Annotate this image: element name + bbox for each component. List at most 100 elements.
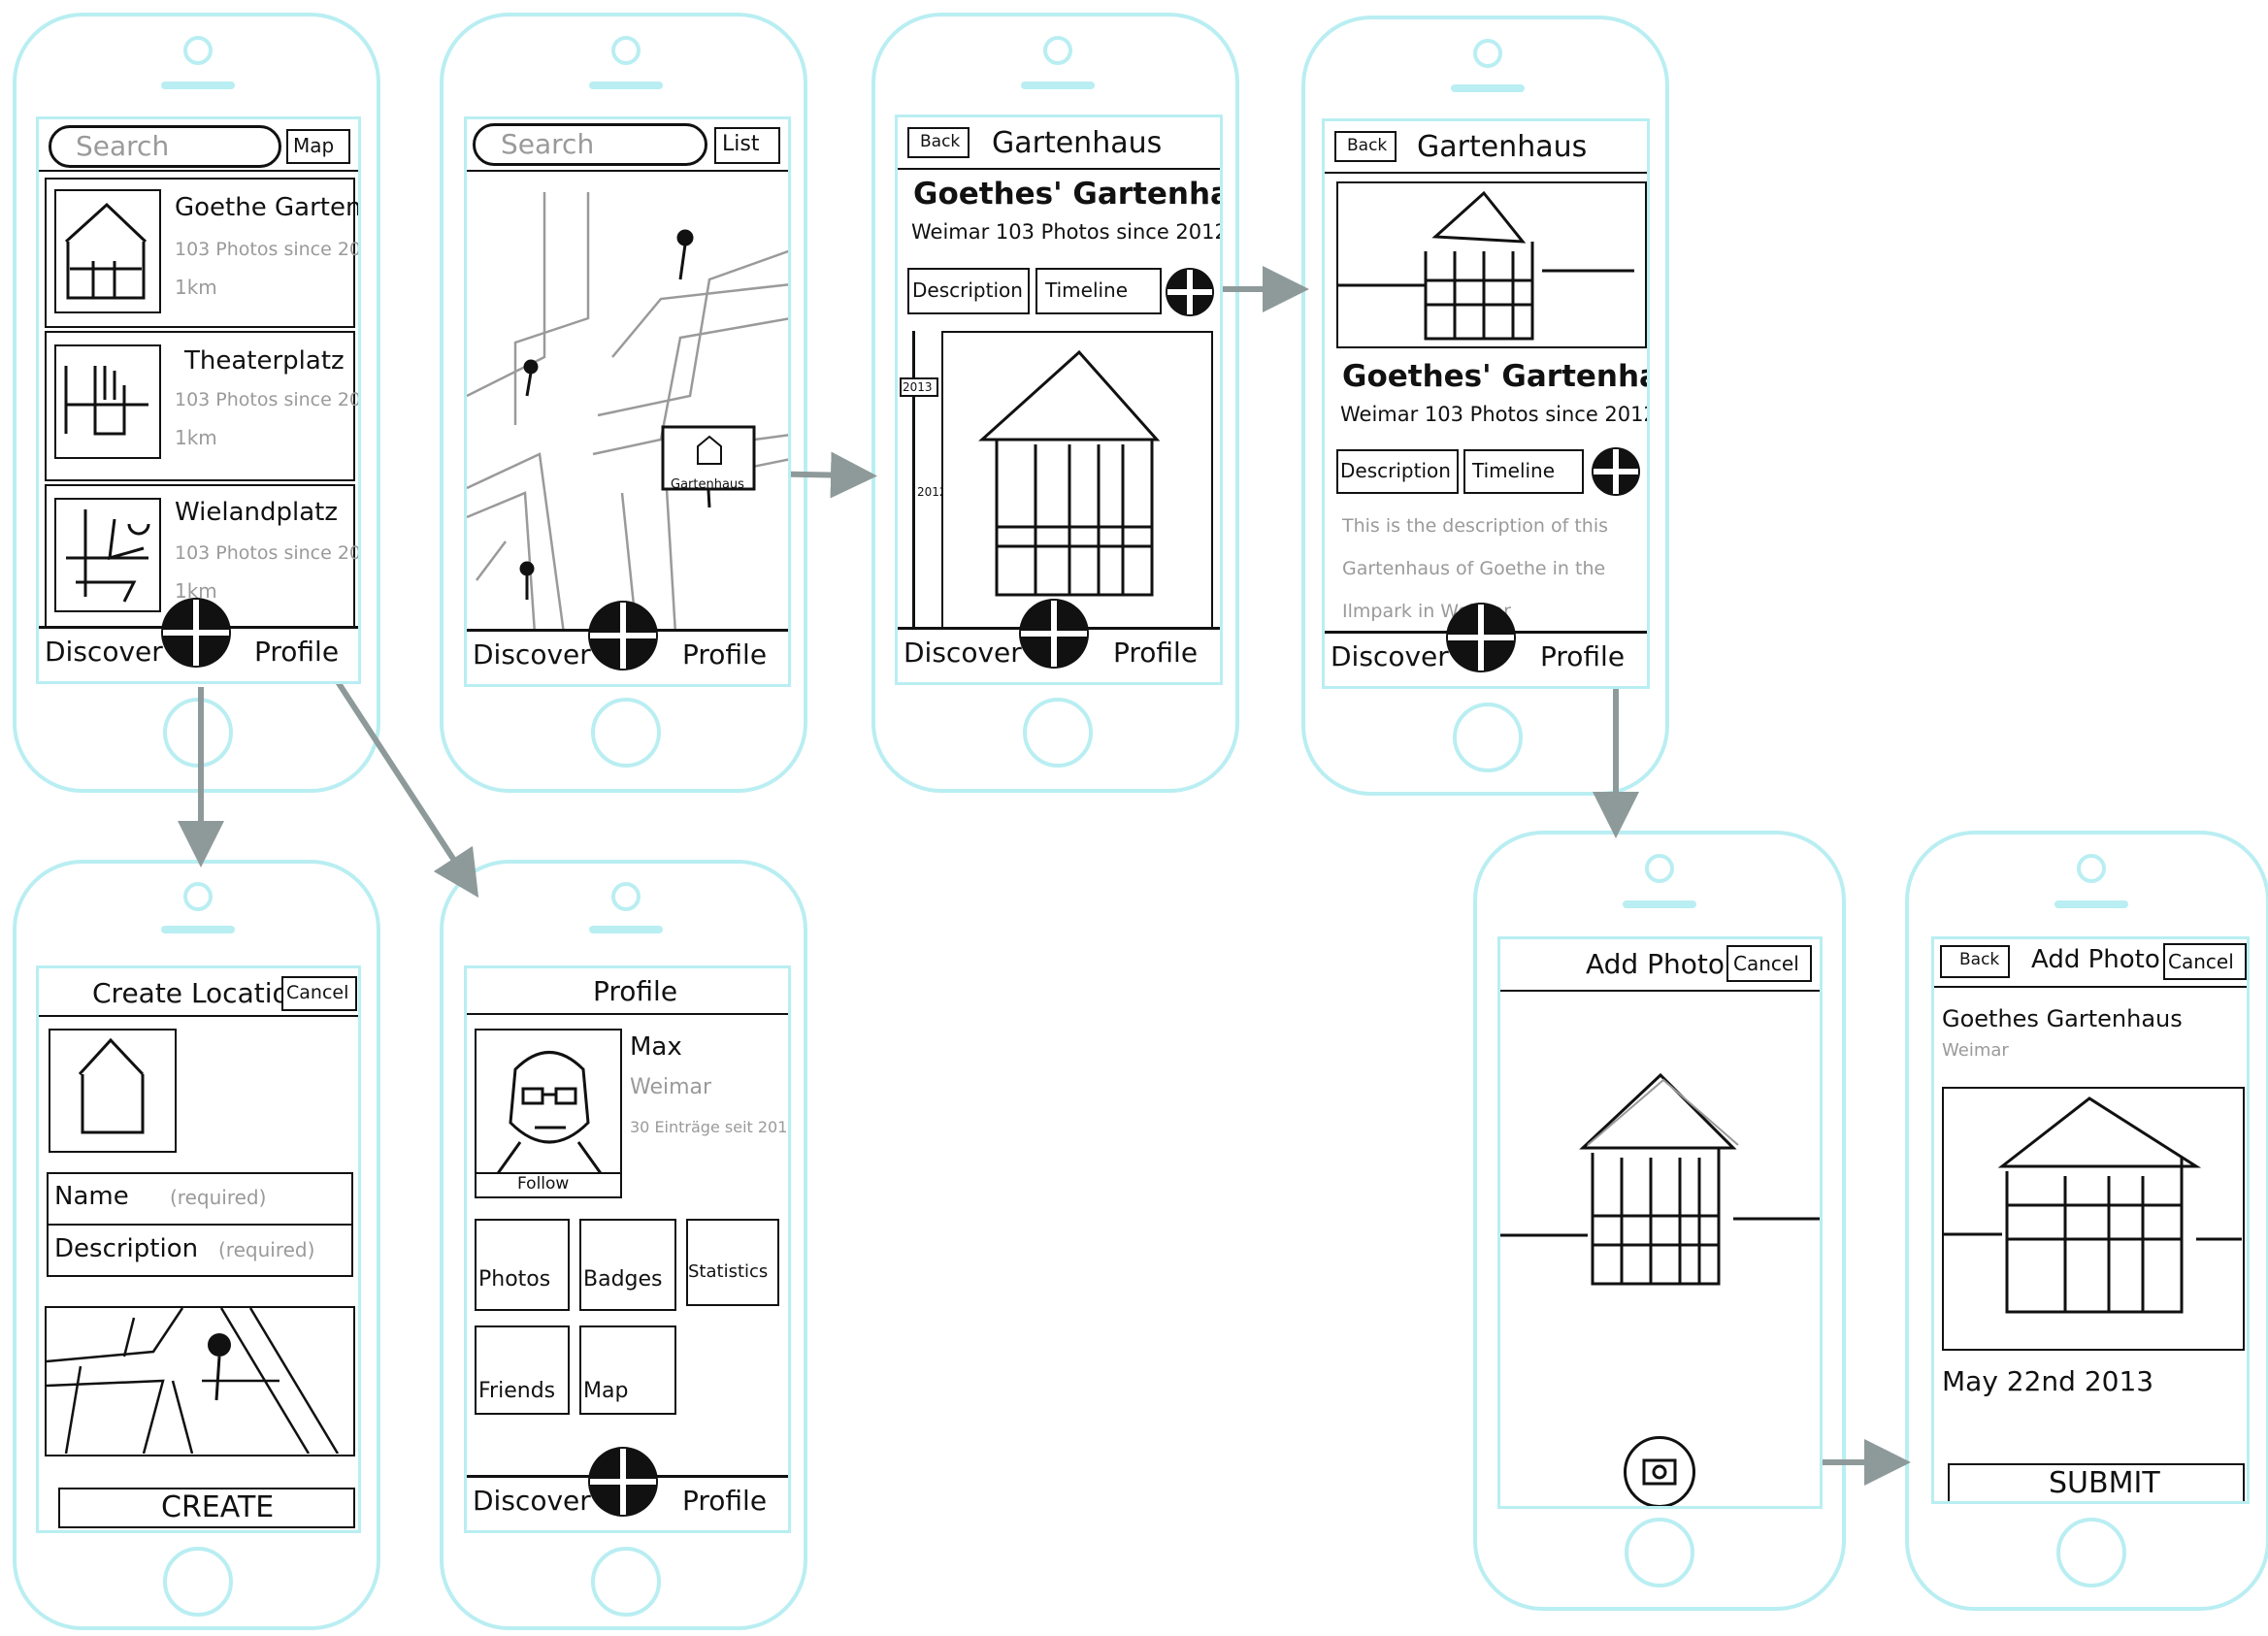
location-map[interactable] <box>45 1306 355 1456</box>
location-title: Goethes' Gartenhaus <box>913 177 1220 212</box>
bottom-nav: Discover Profile <box>898 599 1220 682</box>
map-button[interactable] <box>286 129 350 164</box>
tile-friends[interactable] <box>475 1325 570 1415</box>
header-title: Gartenhaus <box>992 126 1163 160</box>
map-screen: Search List Gartenhaus Discover Profile <box>464 116 791 687</box>
submit-button[interactable] <box>1948 1463 2245 1501</box>
item-name: Theaterplatz <box>184 346 345 376</box>
description-line: Gartenhaus of Goethe in the <box>1342 558 1606 579</box>
back-button[interactable] <box>1334 131 1397 162</box>
timeline-year-top: 2013 <box>903 380 933 394</box>
house-sketch-icon <box>1338 190 1634 341</box>
back-button[interactable] <box>907 127 970 158</box>
nav-profile[interactable]: Profile <box>682 1485 768 1517</box>
phone-frame <box>13 13 380 793</box>
location-meta: Weimar 103 Photos since 2012 <box>1340 403 1650 426</box>
item-meta: 103 Photos since 2012 <box>175 389 361 410</box>
avatar <box>475 1029 622 1198</box>
phone-frame <box>440 860 807 1630</box>
location-city: Weimar <box>1942 1040 2009 1061</box>
house-sketch-icon <box>978 349 1161 597</box>
map-button-label: Map <box>293 134 335 157</box>
item-distance: 1km <box>175 579 217 603</box>
add-icon[interactable] <box>1446 603 1516 672</box>
phone-frame <box>1301 16 1669 796</box>
add-icon[interactable] <box>588 1447 658 1517</box>
tab-timeline[interactable] <box>1035 268 1162 314</box>
camera-icon <box>1642 1458 1677 1486</box>
phone-frame <box>1905 831 2268 1611</box>
profile-screen: Profile Follow Max Weimar 30 Einträge se… <box>464 965 791 1533</box>
tile-photos[interactable] <box>475 1219 570 1311</box>
phone-frame <box>871 13 1239 793</box>
bottom-nav: Discover Profile <box>467 1447 788 1530</box>
camera-shutter-button[interactable] <box>1624 1436 1695 1506</box>
nav-profile[interactable]: Profile <box>1113 637 1199 669</box>
nav-discover[interactable]: Discover <box>473 638 591 671</box>
user-name: Max <box>630 1032 682 1062</box>
tile-badges[interactable] <box>579 1219 676 1311</box>
face-sketch-icon <box>494 1051 605 1177</box>
cancel-button[interactable] <box>281 976 357 1011</box>
tab-description[interactable] <box>907 268 1030 314</box>
submit-label: SUBMIT <box>2049 1466 2160 1500</box>
add-icon[interactable] <box>1019 599 1089 669</box>
nav-profile[interactable]: Profile <box>254 636 340 668</box>
thumbnail <box>54 189 161 313</box>
add-icon[interactable] <box>588 601 658 671</box>
nav-discover[interactable]: Discover <box>1331 640 1449 672</box>
bottom-nav: Discover Profile <box>39 598 358 681</box>
list-button[interactable] <box>714 127 780 164</box>
tab-timeline-label: Timeline <box>1472 459 1556 482</box>
description-hint: (required) <box>218 1238 315 1261</box>
nav-profile[interactable]: Profile <box>682 638 768 671</box>
tab-description[interactable] <box>1336 449 1459 494</box>
create-button[interactable] <box>58 1488 355 1528</box>
list-screen: Search Map Goethe Gartenh. 103 Photos si… <box>36 116 361 684</box>
search-input[interactable] <box>49 125 281 168</box>
photo-preview <box>1942 1087 2245 1351</box>
user-city: Weimar <box>630 1075 712 1099</box>
timeline-year-mid: 2012 <box>917 485 947 499</box>
nav-discover[interactable]: Discover <box>904 637 1022 669</box>
search-placeholder: Search <box>76 130 170 162</box>
back-label: Back <box>920 132 961 151</box>
tab-description-label: Description <box>912 278 1023 302</box>
add-photo-icon[interactable] <box>1166 268 1214 316</box>
back-button[interactable] <box>1940 945 2010 978</box>
timeline-marker[interactable] <box>900 377 938 397</box>
add-photo-icon[interactable] <box>1592 447 1640 496</box>
add-icon[interactable] <box>161 598 231 668</box>
tab-description-label: Description <box>1340 459 1451 482</box>
photo-frame <box>941 331 1213 634</box>
house-sketch-icon <box>78 1037 145 1134</box>
cancel-button[interactable] <box>1726 945 1812 982</box>
submit-photo-screen: Back Add Photo Cancel Goethes Gartenhaus… <box>1931 936 2250 1504</box>
item-meta: 103 Photos since 2012 <box>175 239 361 260</box>
map-view[interactable] <box>467 173 791 634</box>
screen-title: Profile <box>593 975 678 1007</box>
cancel-label: Cancel <box>2168 950 2234 973</box>
bottom-nav: Discover Profile <box>1325 603 1647 686</box>
image-placeholder[interactable] <box>49 1029 177 1153</box>
search-input[interactable] <box>473 123 707 166</box>
tile-statistics[interactable] <box>686 1219 779 1306</box>
location-title: Goethes' Gartenhaus <box>1342 359 1647 394</box>
nav-discover[interactable]: Discover <box>45 636 163 668</box>
item-distance: 1km <box>175 276 217 299</box>
create-label: CREATE <box>161 1490 275 1524</box>
photo-frame <box>1336 181 1647 348</box>
cancel-label: Cancel <box>1733 952 1799 975</box>
nav-profile[interactable]: Profile <box>1540 640 1626 672</box>
tile-map[interactable] <box>579 1325 676 1415</box>
tile-label: Friends <box>478 1379 556 1403</box>
nav-discover[interactable]: Discover <box>473 1485 591 1517</box>
cancel-button[interactable] <box>2163 943 2247 980</box>
tile-label: Statistics <box>688 1261 769 1282</box>
follow-label: Follow <box>517 1174 570 1194</box>
follow-button[interactable] <box>475 1172 622 1198</box>
marker-label: Gartenhaus <box>671 477 744 492</box>
item-name: Wielandplatz <box>175 498 338 527</box>
tab-timeline[interactable] <box>1463 449 1584 494</box>
